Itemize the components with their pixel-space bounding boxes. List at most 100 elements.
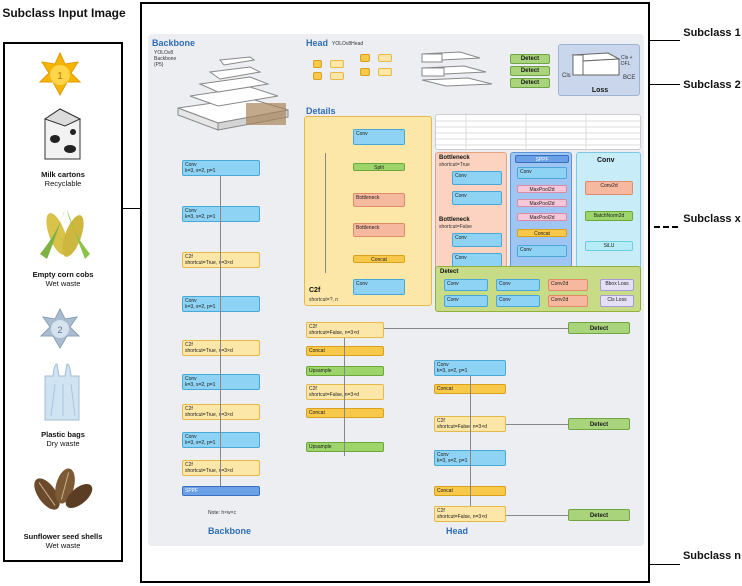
corn-cob-icon <box>40 209 90 259</box>
head-op-7 <box>378 54 392 62</box>
silver-medal-icon: 2 <box>39 307 81 349</box>
connector-subclass-2 <box>650 84 680 85</box>
backbone-sub2: Backbone <box>154 56 177 62</box>
loss-bce: BCE <box>623 75 636 81</box>
c2f-detail-sub: shortcut=?, n <box>309 297 339 303</box>
bottleneck-conv-3: Conv <box>452 233 502 247</box>
c2f-detail-skip-line <box>325 153 326 273</box>
head-op-5 <box>360 54 370 62</box>
head-col1-flow-line <box>344 338 345 456</box>
bottleneck-conv-4: Conv <box>452 253 502 267</box>
detect-cls-loss: Cls Loss <box>600 295 634 307</box>
head-detect-2: Detect <box>510 66 550 76</box>
backbone-sppf: SPPF <box>182 486 260 496</box>
head-feature-stack-icon <box>421 51 493 87</box>
yolov8-diagram: Backbone YOLOv8 Backbone (P5) Head YOLOv… <box>148 34 644 546</box>
sppf-maxpool-1: MaxPool2d <box>517 185 567 193</box>
c2f-detail-bottleneck-2: Bottleneck <box>353 223 405 237</box>
bottleneck-sub-2: shortcut=False <box>439 224 472 230</box>
detect-conv-1: Conv <box>444 279 488 291</box>
backbone-flow-line <box>220 176 221 486</box>
head-detect-1: Detect <box>510 54 550 64</box>
loss-shape-icon <box>571 52 621 76</box>
head-op-8 <box>378 68 392 76</box>
connector-left <box>123 208 140 209</box>
head-concat-14: Concat <box>306 408 384 418</box>
connector-subclass-n <box>650 564 680 565</box>
detect-p5: Detect <box>568 509 630 521</box>
bottleneck-sub-1: shortcut=True <box>439 162 470 168</box>
head-detect-3: Detect <box>510 78 550 88</box>
milk-carton-icon <box>43 108 82 160</box>
conv-detail-panel: Conv Conv2d BatchNorm2d SiLU <box>576 152 641 280</box>
backbone-title: Backbone <box>152 38 196 48</box>
head-upsample-13: Upsample <box>306 442 384 452</box>
head-concat-11: Concat <box>306 346 384 356</box>
bottleneck-conv-1: Conv <box>452 171 502 185</box>
loss-cls: Cls <box>562 73 571 79</box>
plastic-bag-icon <box>44 363 80 421</box>
connector-subclass-1 <box>650 40 680 41</box>
head-op-3 <box>330 60 344 68</box>
scale-table-grid <box>436 115 642 151</box>
bottleneck-title-1: Bottleneck <box>439 155 470 161</box>
head-col2-flow-line <box>470 376 471 506</box>
detect-detail-panel: Detect Conv Conv Conv Conv Conv2d Conv2d… <box>435 266 641 312</box>
scale-table <box>435 114 642 151</box>
sppf-maxpool-3: MaxPool2d <box>517 213 567 221</box>
c2f-detail-concat: Concat <box>353 255 405 263</box>
label-subclass-1: Subclass 1 <box>683 27 741 39</box>
sppf-conv-2: Conv <box>517 245 567 257</box>
details-title: Details <box>306 106 336 116</box>
bottleneck-title-2: Bottleneck <box>439 217 470 223</box>
loss-panel: Cls Cls + DFL BCE Loss <box>558 44 640 96</box>
head-sub: YOLOv8Head <box>332 41 364 47</box>
backbone-note: Note: h×w×c <box>208 510 237 516</box>
sppf-detail-panel: SPPF Conv MaxPool2d MaxPool2d MaxPool2d … <box>510 152 572 280</box>
conv-batchnorm: BatchNorm2d <box>585 211 633 221</box>
sppf-conv-1: Conv <box>517 167 567 179</box>
head-op-6 <box>360 68 370 76</box>
detect-conv-2: Conv <box>444 295 488 307</box>
loss-title: Loss <box>591 87 609 94</box>
detect-conv-4: Conv <box>496 295 540 307</box>
label-subclass-x: Subclass x <box>683 213 741 225</box>
label-subclass-2: Subclass 2 <box>683 79 741 91</box>
left-panel-title: Subclass Input Image <box>2 6 126 20</box>
c2f-detail-panel: Conv Split Bottleneck Bottleneck Concat … <box>304 116 432 306</box>
head-upsample-10: Upsample <box>306 366 384 376</box>
feature-pyramid-icon <box>177 56 289 131</box>
sunflower-seed-icon <box>34 468 93 510</box>
backbone-sub1: YOLOv8 <box>154 50 174 56</box>
conv-detail-title: Conv <box>597 157 615 164</box>
connector-subclass-x <box>654 226 678 228</box>
sppf-maxpool-2: MaxPool2d <box>517 199 567 207</box>
c2f-detail-bottleneck-1: Bottleneck <box>353 193 405 207</box>
detect-p5-line <box>506 515 568 516</box>
detect-conv2d-1: Conv2d <box>548 279 588 291</box>
sppf-concat: Concat <box>517 229 567 237</box>
backbone-sub3: (P5) <box>154 62 164 68</box>
bottleneck-conv-2: Conv <box>452 191 502 205</box>
detect-conv2d-2: Conv2d <box>548 295 588 307</box>
head-op-1 <box>313 60 322 68</box>
bottom-head-label: Head <box>446 526 469 536</box>
medal-2-number: 2 <box>57 325 62 335</box>
detect-bbox-loss: Bbox Loss <box>600 279 634 291</box>
c2f-detail-conv-1: Conv <box>353 129 405 145</box>
